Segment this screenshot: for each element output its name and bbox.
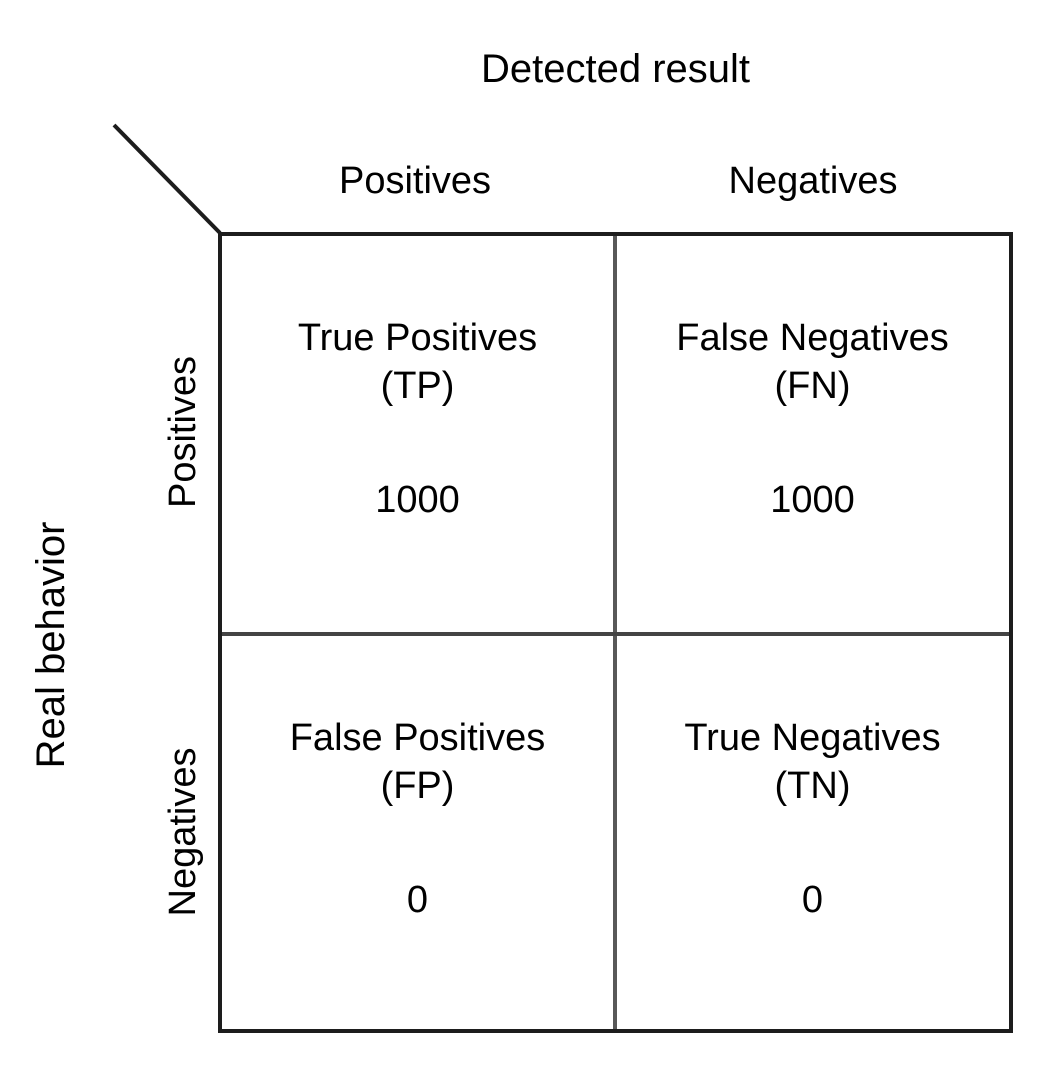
cell-label: True Positives xyxy=(297,317,538,359)
column-header-positives: Positives xyxy=(338,160,492,202)
cell-value: 0 xyxy=(406,879,429,921)
cell-abbreviation: (TN) xyxy=(774,765,851,807)
row-header-negatives: Negatives xyxy=(162,747,204,917)
column-axis-title: Detected result xyxy=(480,47,751,91)
cell-label: True Negatives xyxy=(684,717,941,759)
column-header-negatives: Negatives xyxy=(728,160,898,202)
cell-abbreviation: (FP) xyxy=(380,765,455,807)
row-header-positives: Positives xyxy=(162,355,204,509)
corner-diagonal-line xyxy=(108,118,228,240)
cell-abbreviation: (FN) xyxy=(774,365,851,407)
cell-label: False Positives xyxy=(289,717,546,759)
cell-true-negatives: True Negatives (TN) 0 xyxy=(617,636,1008,1032)
cell-abbreviation: (TP) xyxy=(380,365,455,407)
row-axis-title: Real behavior xyxy=(29,521,73,769)
diagonal-icon xyxy=(112,123,222,235)
cell-value: 1000 xyxy=(770,479,855,521)
confusion-matrix-grid: True Positives (TP) 1000 False Negatives… xyxy=(218,232,1013,1033)
cell-value: 0 xyxy=(801,879,824,921)
cell-value: 1000 xyxy=(375,479,460,521)
cell-true-positives: True Positives (TP) 1000 xyxy=(222,236,613,632)
horizontal-divider xyxy=(222,632,1009,636)
cell-false-negatives: False Negatives (FN) 1000 xyxy=(617,236,1008,632)
cell-label: False Negatives xyxy=(676,317,949,359)
cell-false-positives: False Positives (FP) 0 xyxy=(222,636,613,1032)
